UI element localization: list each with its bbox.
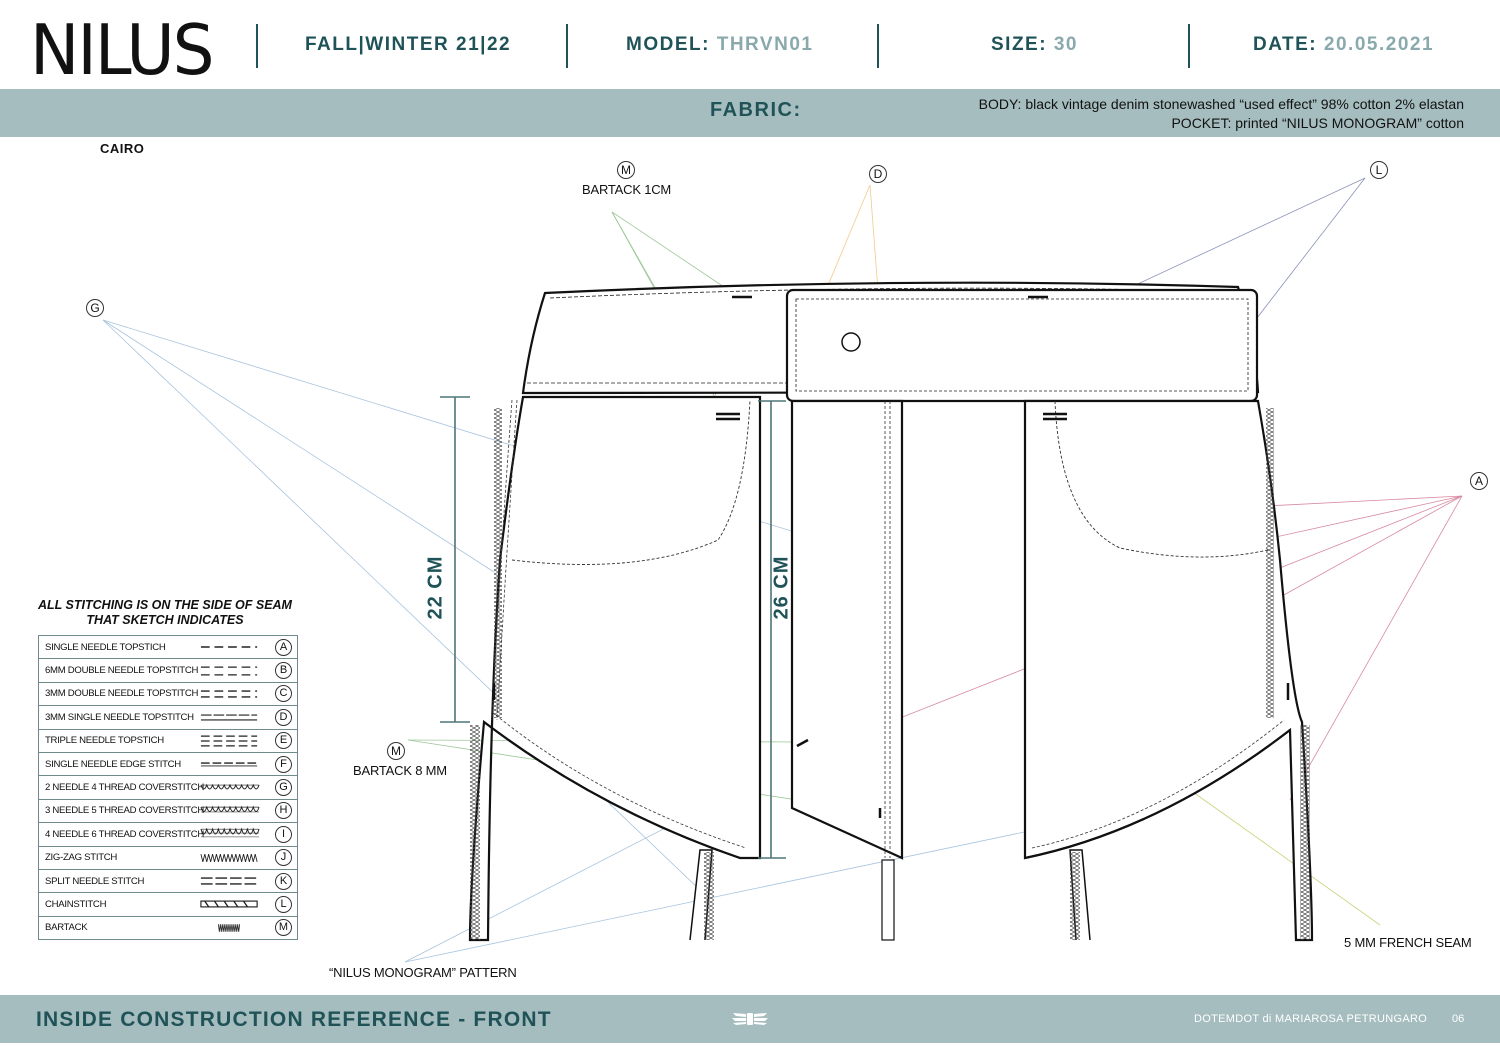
callout-monogram-pattern: “NILUS MONOGRAM” PATTERN <box>329 965 517 980</box>
callout-code-d: D <box>869 165 887 183</box>
header-separator <box>256 24 258 68</box>
legend-stitch-name: CHAINSTITCH <box>45 898 107 910</box>
stitch-symbol-icon <box>200 690 258 698</box>
fabric-band <box>0 89 1500 137</box>
legend-stitch-code: K <box>275 872 292 890</box>
footer-credit: DOTEMDOT di MARIAROSA PETRUNGARO <box>1194 1013 1428 1025</box>
legend-stitch-code: E <box>275 732 292 750</box>
stitch-legend: SINGLE NEEDLE TOPSTICH A 6MM DOUBLE NEEDLE… <box>38 635 298 941</box>
legend-stitch-name: SINGLE NEEDLE EDGE STITCH <box>45 758 181 770</box>
legend-stitch-name: TRIPLE NEEDLE TOPSTICH <box>45 735 164 747</box>
legend-stitch-code: G <box>275 779 292 797</box>
legend-stitch-name: BARTACK <box>45 922 88 934</box>
legend-stitch-name: 6MM DOUBLE NEEDLE TOPSTITCH <box>45 665 199 677</box>
legend-stitch-code: I <box>275 825 292 843</box>
stitch-symbol-icon <box>200 762 258 767</box>
date-label: DATE: <box>1253 34 1318 55</box>
fly-extension <box>785 288 1259 403</box>
legend-stitch-code: D <box>275 708 292 726</box>
stitch-symbol-icon <box>200 827 260 838</box>
brand-logo-text: NILUS <box>30 10 215 91</box>
legend-stitch-name: 4 NEEDLE 6 THREAD COVERSTITCH <box>45 828 205 840</box>
callout-french-seam: 5 MM FRENCH SEAM <box>1344 935 1472 950</box>
header-separator <box>566 24 568 68</box>
model-label: MODEL: <box>626 34 710 55</box>
legend-row: BARTACK M <box>39 917 297 939</box>
date-field: DATE: 20.05.2021 <box>1253 34 1434 56</box>
fabric-label: FABRIC: <box>710 99 802 121</box>
legend-stitch-name: ZIG-ZAG STITCH <box>45 852 118 864</box>
legend-row: 6MM DOUBLE NEEDLE TOPSTITCH B <box>39 659 297 683</box>
dimension-lines <box>440 396 786 859</box>
legend-stitch-code: H <box>275 802 292 820</box>
legend-stitch-code: J <box>275 849 292 867</box>
legend-stitch-code: L <box>275 895 292 913</box>
legend-row: 2 NEEDLE 4 THREAD COVERSTITCH G <box>39 776 297 800</box>
legend-stitch-code: M <box>275 919 292 937</box>
stitch-symbol-icon <box>200 714 258 721</box>
footer-title: INSIDE CONSTRUCTION REFERENCE - FRONT <box>36 1008 552 1031</box>
brand-city: CAIRO <box>100 141 145 156</box>
legend-row: SPLIT NEEDLE STITCH K <box>39 870 297 894</box>
legend-stitch-code: B <box>275 662 292 680</box>
legend-row: 3MM SINGLE NEEDLE TOPSTITCH D <box>39 706 297 730</box>
legend-stitch-code: A <box>275 638 292 656</box>
callout-code-g: G <box>86 299 104 317</box>
model-field: MODEL: THRVN01 <box>626 34 813 56</box>
callout-code-a: A <box>1470 472 1488 490</box>
legend-row: SINGLE NEEDLE TOPSTICH A <box>39 636 297 660</box>
stitch-symbol-icon <box>200 783 260 789</box>
legend-stitch-name: SPLIT NEEDLE STITCH <box>45 875 145 887</box>
legend-stitch-code: F <box>275 755 292 773</box>
legend-stitch-name: 2 NEEDLE 4 THREAD COVERSTITCH <box>45 782 205 794</box>
button-icon <box>841 332 861 352</box>
fabric-body: BODY: black vintage denim stonewashed “u… <box>978 96 1464 112</box>
bartack-marks <box>492 295 1290 818</box>
header-separator <box>877 24 879 68</box>
stitch-symbol-icon <box>200 805 260 813</box>
stitch-symbol-icon <box>200 646 258 648</box>
footer-emblem-icon <box>732 1013 768 1025</box>
pocket-depth-dimension: 22 CM <box>424 555 447 620</box>
legend-row: 3 NEEDLE 5 THREAD COVERSTITCH H <box>39 800 297 824</box>
legend-stitch-name: 3MM SINGLE NEEDLE TOPSTITCH <box>45 711 194 723</box>
left-front-panel <box>468 395 762 942</box>
stitch-symbol-icon <box>200 853 258 862</box>
size-field: SIZE: 30 <box>991 34 1078 56</box>
legend-note: ALL STITCHING IS ON THE SIDE OF SEAM THA… <box>38 598 292 627</box>
date-value: 20.05.2021 <box>1323 34 1435 55</box>
callout-code-m-top: M <box>617 161 635 179</box>
fly-panel <box>790 399 904 860</box>
stitch-symbol-icon <box>200 735 258 747</box>
fly-length-dimension: 26 CM <box>770 555 793 620</box>
legend-stitch-name: SINGLE NEEDLE TOPSTICH <box>45 641 166 653</box>
size-label: SIZE: <box>991 34 1048 55</box>
stitch-symbol-icon <box>200 877 258 885</box>
season-label: FALL|WINTER 21|22 <box>305 34 512 55</box>
legend-row: SINGLE NEEDLE EDGE STITCH F <box>39 753 297 777</box>
right-pocket-stitch <box>1054 400 1269 558</box>
fabric-pocket: POCKET: printed “NILUS MONOGRAM” cotton <box>1171 115 1464 131</box>
model-value: THRVN01 <box>716 34 814 55</box>
legend-stitch-name: 3 NEEDLE 5 THREAD COVERSTITCH <box>45 805 205 817</box>
legend-row: TRIPLE NEEDLE TOPSTICH E <box>39 730 297 753</box>
callout-bartack-1cm: BARTACK 1CM <box>582 182 672 197</box>
legend-row: ZIG-ZAG STITCH J <box>39 847 297 870</box>
stitch-symbol-icon <box>217 923 241 932</box>
legend-stitch-name: 3MM DOUBLE NEEDLE TOPSTITCH <box>45 688 199 700</box>
size-value: 30 <box>1053 34 1078 55</box>
callout-bartack-8mm: BARTACK 8 MM <box>353 763 447 778</box>
header-separator <box>1188 24 1190 68</box>
stitch-symbol-icon <box>200 666 258 676</box>
legend-row: 3MM DOUBLE NEEDLE TOPSTITCH C <box>39 683 297 707</box>
page-number: 06 <box>1452 1013 1465 1025</box>
stitch-symbol-icon <box>200 900 258 908</box>
legend-row: CHAINSTITCH L <box>39 893 297 917</box>
legend-row: 4 NEEDLE 6 THREAD COVERSTITCH I <box>39 823 297 847</box>
callout-code-l: L <box>1370 161 1388 179</box>
callout-code-m-bottom: M <box>387 742 405 760</box>
legend-stitch-code: C <box>275 685 292 703</box>
